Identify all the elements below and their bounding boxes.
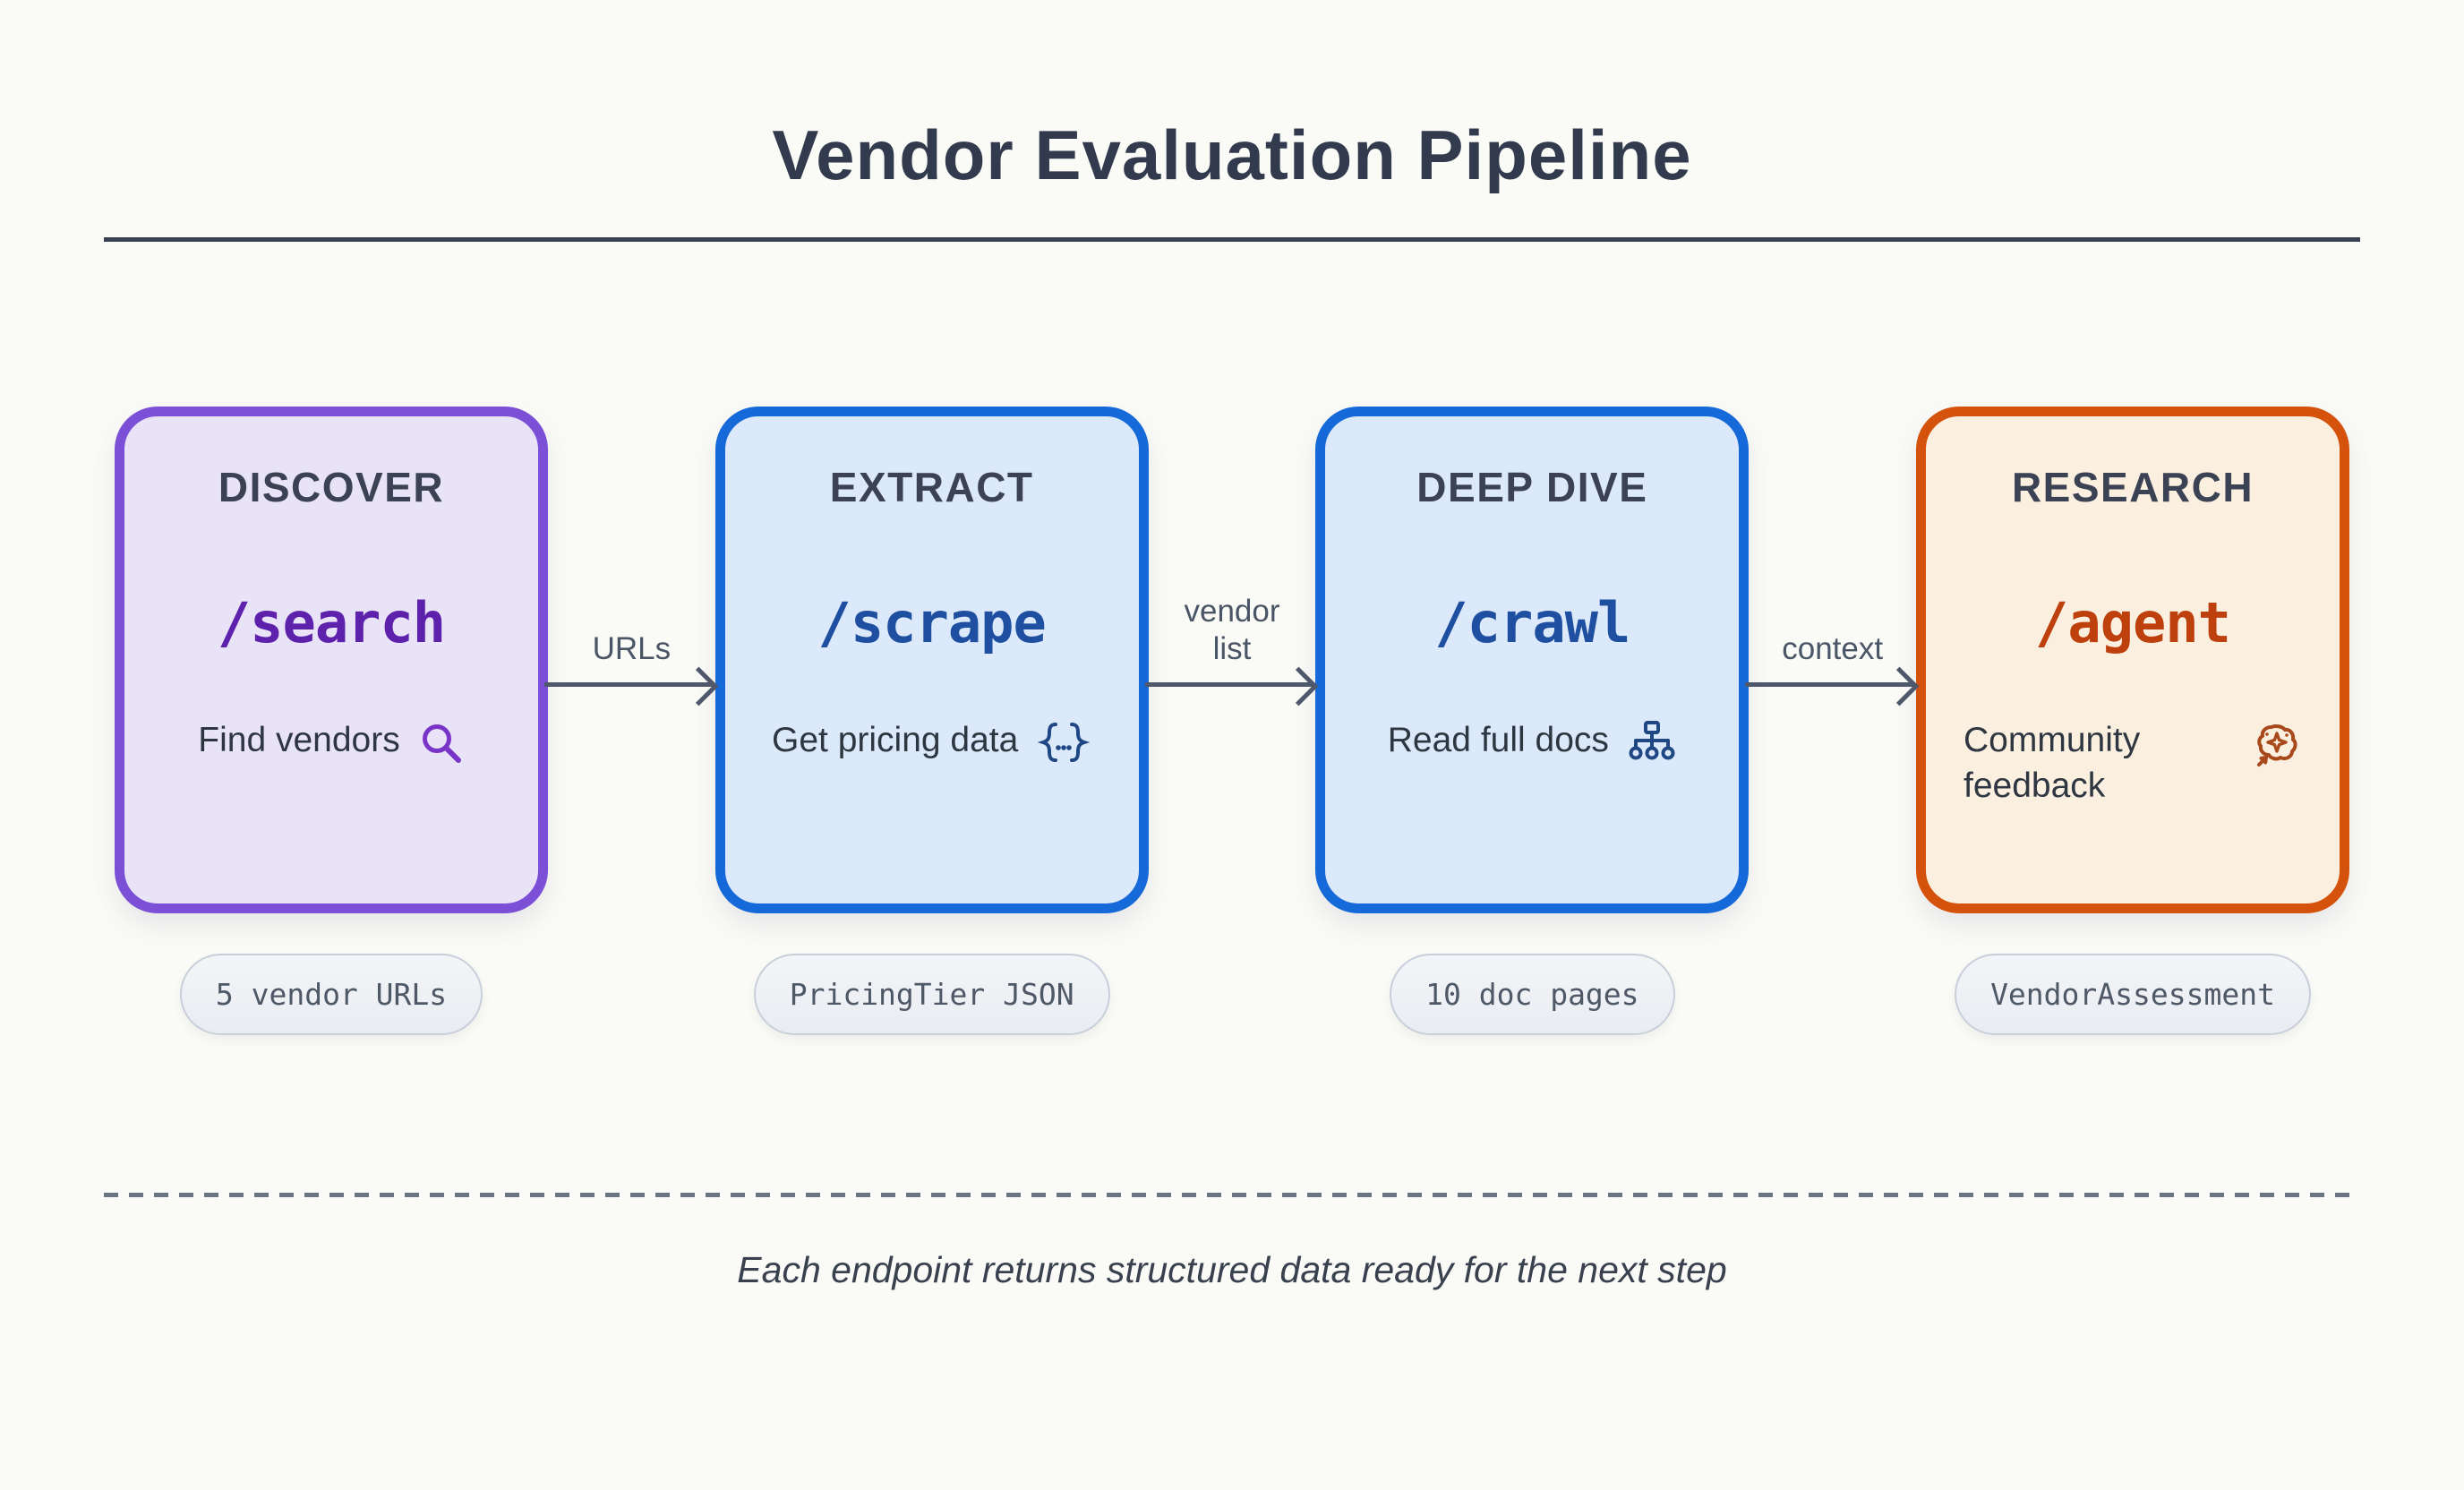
arrow-label: vendor list [1184,594,1280,666]
endpoint-label: /crawl [1434,590,1630,655]
output-badge: 5 vendor URLs [179,954,483,1035]
flow-connector-3: context [1745,407,1916,1035]
footer-note: Each endpoint returns structured data re… [737,1249,1727,1290]
stage-deep-dive-box: DEEP DIVE /crawl Read full docs [1315,407,1750,913]
output-badge: VendorAssessment [1955,954,2311,1035]
stage-deep-dive: DEEP DIVE /crawl Read full docs 10 doc p… [1315,407,1750,1035]
stage-research-box: RESEARCH /agent Community feedback [1916,407,2350,913]
stage-description: Get pricing data [745,718,1118,765]
stage-description: Find vendors [171,718,491,766]
output-badge: PricingTier JSON [753,954,1110,1035]
stage-description-text: Find vendors [198,721,400,759]
arrow-label: URLs [592,631,672,666]
arrow-right-icon [544,682,714,687]
stage-description: Read full docs [1361,718,1704,765]
flow-connector-1: URLs [544,407,715,1035]
stage-description-text: Get pricing data [772,721,1019,759]
endpoint-label: /search [217,590,446,655]
stage-discover: DISCOVER /search Find vendors 5 vendor U… [115,407,548,1035]
flow-connector-2: vendor list [1144,407,1316,1035]
stage-description: Community feedback [1937,718,2329,809]
stage-research: RESEARCH /agent Community feedback Vendo… [1916,407,2350,1035]
page-title: Vendor Evaluation Pipeline [772,116,1692,194]
sitemap-icon [1627,720,1677,765]
brain-sparkle-icon [2252,720,2302,770]
footer-divider [104,1193,2360,1197]
endpoint-label: /scrape [817,590,1047,655]
stage-heading: DEEP DIVE [1416,464,1648,510]
stage-extract-box: EXTRACT /scrape Get pricing data [714,407,1149,913]
stage-discover-box: DISCOVER /search Find vendors [115,407,548,913]
arrow-label: context [1782,631,1884,666]
arrow-right-icon [1144,682,1314,687]
magnifier-icon [418,720,465,766]
stage-heading: EXTRACT [829,464,1034,510]
pipeline-diagram: DISCOVER /search Find vendors 5 vendor U… [115,407,2350,1035]
stage-heading: RESEARCH [2011,464,2254,510]
json-braces-icon [1036,720,1091,765]
stage-description-text: Read full docs [1387,721,1609,759]
endpoint-label: /agent [2035,590,2231,655]
stage-extract: EXTRACT /scrape Get pricing data Pricing… [714,407,1149,1035]
stage-heading: DISCOVER [218,464,445,510]
title-divider [104,237,2360,242]
stage-description-text: Community feedback [1964,721,2141,805]
output-badge: 10 doc pages [1390,954,1675,1035]
arrow-right-icon [1745,682,1915,687]
